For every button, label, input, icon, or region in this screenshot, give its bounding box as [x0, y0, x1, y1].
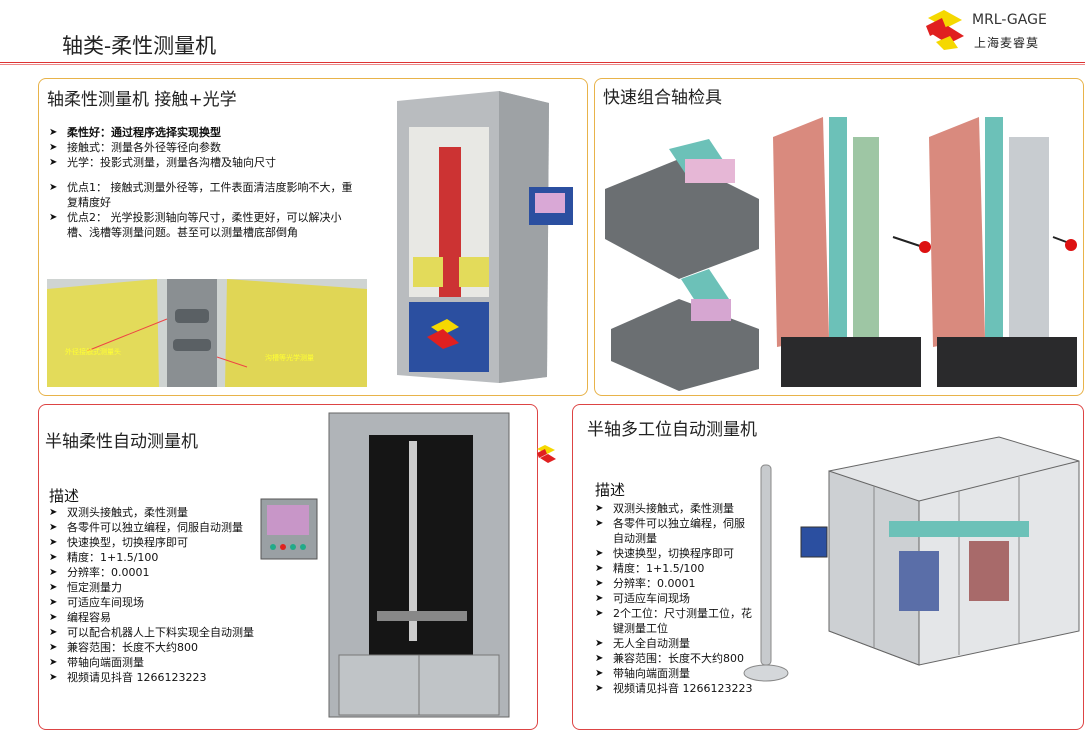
panel-title: 半轴多工位自动测量机 [587, 420, 757, 440]
machine-illustration [397, 91, 573, 383]
list-item: 优点2： 光学投影测轴向等尺寸，柔性更好，可以解决小槽、浅槽等测量问题。甚至可以… [49, 210, 359, 240]
panel-half-shaft-flexible: 半轴柔性自动测量机 描述 双测头接触式，柔性测量 各零件可以独立编程，伺服自动测… [38, 404, 556, 730]
list-item: 可适应车间现场 [49, 595, 289, 610]
list-item: 精度：1+1.5/100 [595, 561, 755, 576]
header-divider [0, 62, 1085, 63]
brand-cn-name: 上海麦睿莫 [974, 36, 1040, 50]
list-item: 精度：1+1.5/100 [49, 550, 289, 565]
panel-axis-flexible: 轴柔性测量机 接触+光学 柔性好：通过程序选择实现换型 接触式：测量各外径等径向… [38, 78, 588, 396]
panel-quick-gauge: 快速组合轴检具 [594, 78, 1084, 396]
multi-station-cell-illustration [800, 436, 1080, 666]
list-item: 视频请见抖音 1266123223 [595, 681, 755, 696]
list-item: 优点1： 接触式测量外径等，工件表面清洁度影响不大，重复精度好 [49, 180, 359, 210]
gauge-fixture-illustration [605, 139, 759, 391]
list-item: 带轴向端面测量 [49, 655, 289, 670]
feature-list: 双测头接触式，柔性测量 各零件可以独立编程，伺服自动测量 快速换型，切换程序即可… [49, 505, 289, 685]
list-item: 快速换型，切换程序即可 [49, 535, 289, 550]
list-item: 双测头接触式，柔性测量 [595, 501, 755, 516]
shaft-gauge-illustration [773, 117, 1077, 387]
header-divider-secondary [0, 64, 1085, 65]
list-item: 兼容范围：长度不大约800 [49, 640, 289, 655]
list-item: 带轴向端面测量 [595, 666, 755, 681]
description-heading: 描述 [595, 481, 626, 499]
list-item: 柔性好：通过程序选择实现换型 [49, 125, 359, 140]
page-title: 轴类-柔性测量机 [62, 34, 217, 58]
panel-title: 轴柔性测量机 接触+光学 [47, 90, 237, 110]
list-item: 光学：投影式测量，测量各沟槽及轴向尺寸 [49, 155, 359, 170]
list-item: 快速换型，切换程序即可 [595, 546, 755, 561]
list-item: 无人全自动测量 [595, 636, 755, 651]
list-item: 视频请见抖音 1266123223 [49, 670, 289, 685]
list-item: 2个工位：尺寸测量工位，花键测量工位 [595, 606, 755, 636]
list-item: 编程容易 [49, 610, 289, 625]
list-item: 可以配合机器人上下料实现全自动测量 [49, 625, 289, 640]
list-item: 各零件可以独立编程，伺服自动测量 [595, 516, 755, 546]
panel-title: 快速组合轴检具 [603, 88, 722, 108]
list-item: 可适应车间现场 [595, 591, 755, 606]
feature-list: 柔性好：通过程序选择实现换型 接触式：测量各外径等径向参数 光学：投影式测量，测… [49, 125, 359, 240]
brand-name: MRL-GAGE [972, 12, 1047, 28]
half-shaft-machine-illustration [260, 412, 510, 718]
list-item: 分辨率：0.0001 [595, 576, 755, 591]
list-item: 分辨率：0.0001 [49, 565, 289, 580]
shaft-part-illustration [743, 464, 789, 682]
panel-multi-station: 半轴多工位自动测量机 描述 双测头接触式，柔性测量 各零件可以独立编程，伺服自动… [572, 404, 1084, 730]
description-heading: 描述 [49, 487, 80, 505]
list-item: 接触式：测量各外径等径向参数 [49, 140, 359, 155]
list-item: 各零件可以独立编程，伺服自动测量 [49, 520, 289, 535]
list-item: 恒定测量力 [49, 580, 289, 595]
feature-list: 双测头接触式，柔性测量 各零件可以独立编程，伺服自动测量 快速换型，切换程序即可… [595, 501, 755, 696]
closeup-image [47, 279, 367, 387]
caption-optical: 沟槽等光学测量 [265, 354, 314, 362]
list-item: 双测头接触式，柔性测量 [49, 505, 289, 520]
mrl-logo-icon [926, 10, 964, 50]
small-logo-icon [537, 445, 556, 463]
caption-contact-probe: 外径接触式测量头 [65, 348, 121, 356]
panel-title: 半轴柔性自动测量机 [45, 432, 198, 452]
list-item: 兼容范围：长度不大约800 [595, 651, 755, 666]
